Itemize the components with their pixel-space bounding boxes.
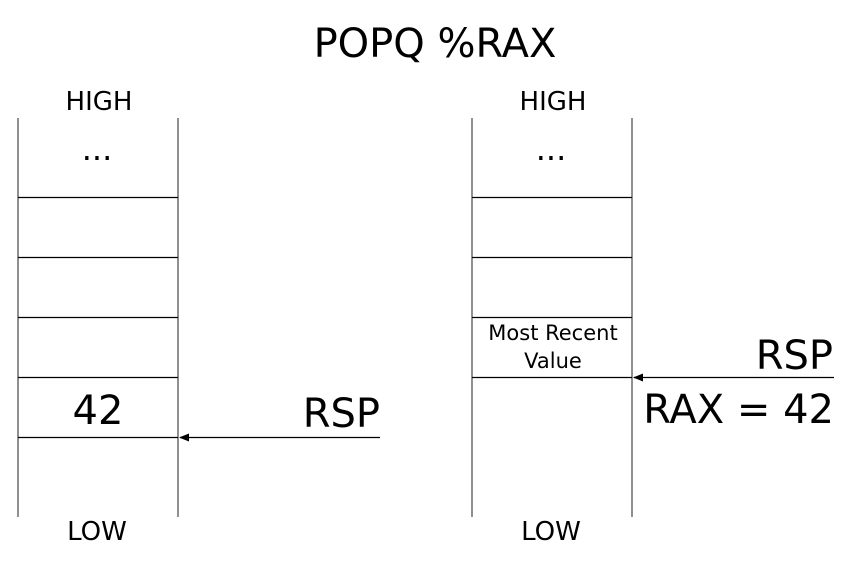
stack-before: HIGH ... 42 LOW <box>17 87 179 547</box>
stack-after-low-label: LOW <box>521 517 581 547</box>
stack-after: HIGH ... Most Recent Value LOW <box>471 87 633 547</box>
stack-after-high-label: HIGH <box>520 87 587 117</box>
stack-before-ellipsis: ... <box>82 130 113 168</box>
stack-before-high-label: HIGH <box>66 87 133 117</box>
stack-after-slot-value-line2: Value <box>524 349 582 373</box>
stack-after-ellipsis: ... <box>536 130 567 168</box>
rsp-after-label: RSP <box>756 333 833 379</box>
rsp-before-label: RSP <box>303 391 380 437</box>
stack-before-slot-value: 42 <box>73 388 124 434</box>
stack-before-low-label: LOW <box>67 517 127 547</box>
diagram-title: POPQ %RAX <box>314 21 557 67</box>
rax-result-text: RAX = 42 <box>643 387 834 433</box>
stack-after-slot-value-line1: Most Recent <box>488 321 617 345</box>
